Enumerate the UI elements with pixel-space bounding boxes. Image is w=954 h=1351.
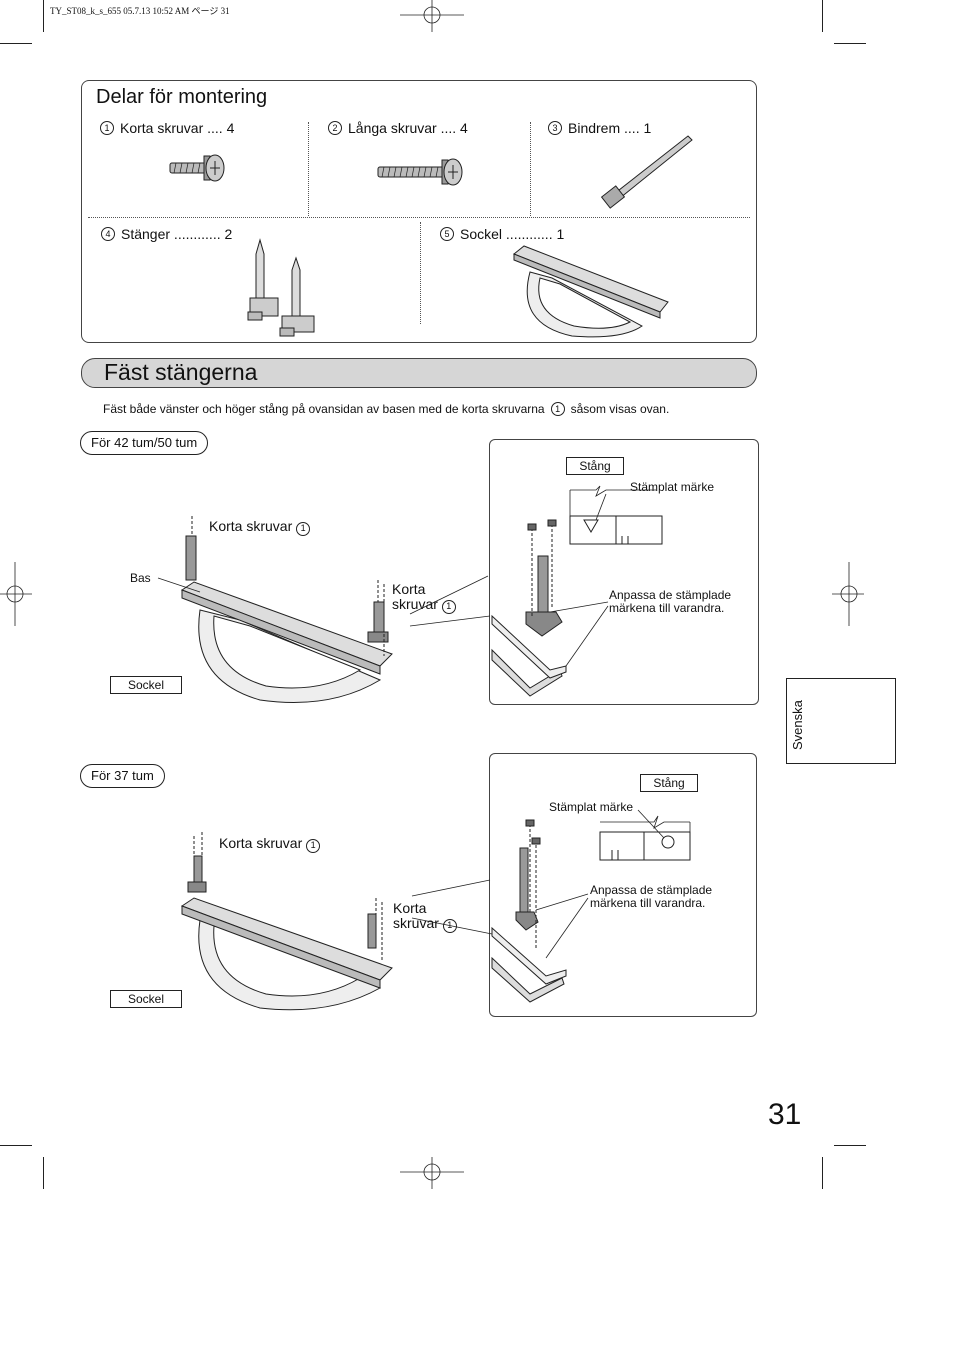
label-text: skruvar [392, 596, 438, 612]
short-screws-label-37: Korta skruvar 1 [219, 835, 321, 853]
language-tab-label: Svenska [790, 700, 805, 750]
pedestal-icon [513, 245, 669, 338]
label-text: märkena till varandra. [609, 601, 725, 615]
part-item-cable-tie: 3 Bindrem .... 1 [548, 120, 651, 136]
align-marks-label-37: Anpassa de stämplade märkena till varand… [590, 884, 712, 910]
label-text: Anpassa de stämplade [609, 588, 732, 602]
crop-mark [822, 0, 823, 32]
stamped-mark-diagram-37 [599, 809, 691, 861]
short-screw-icon [169, 154, 225, 182]
label-line: skruvar 1 [392, 597, 456, 614]
registration-mark-bottom [400, 1157, 464, 1189]
size-pill-42-50: För 42 tum/50 tum [80, 431, 209, 455]
intro-sentence: Fäst både vänster och höger stång på ova… [103, 402, 545, 416]
base-label: Bas [130, 571, 151, 585]
part-number: 5 [440, 227, 454, 241]
part-item-short-screws: 1 Korta skruvar .... 4 [100, 120, 234, 136]
part-number: 1 [442, 918, 457, 933]
cable-tie-icon [600, 135, 693, 209]
base-leader-line [157, 577, 201, 593]
pole-tag-37: Stång [640, 774, 698, 792]
callout-lines-42 [409, 575, 491, 627]
language-tab [786, 678, 896, 764]
label-text: Korta skruvar [219, 835, 303, 851]
part-number: 1 [296, 521, 311, 536]
crop-mark [834, 1145, 866, 1146]
label-text: Anpassa de stämplade [590, 883, 713, 897]
poles-icon [247, 238, 315, 337]
align-marks-label-42: Anpassa de stämplade märkena till varand… [609, 589, 731, 615]
intro-text: Fäst både vänster och höger stång på ova… [103, 402, 669, 416]
stamped-mark-diagram-42 [569, 485, 663, 545]
label-text: Korta [392, 581, 426, 597]
divider [530, 122, 531, 216]
label-text: Korta skruvar [209, 518, 293, 534]
parts-title: Delar för montering [96, 86, 268, 108]
label-text: märkena till varandra. [590, 896, 706, 910]
pole-detail-37 [491, 819, 589, 1003]
section-header-bar [81, 358, 757, 388]
label-text: skruvar [393, 915, 439, 931]
part-item-pedestal: 5 Sockel ............ 1 [440, 226, 564, 242]
part-number: 2 [328, 121, 342, 135]
part-label: Bindrem .... 1 [568, 120, 652, 136]
divider [88, 217, 750, 218]
print-header: TY_ST08_k_s_655 05.7.13 10:52 AM ページ 31 [50, 6, 230, 16]
part-number: 1 [441, 599, 456, 614]
label-text: Korta [393, 900, 427, 916]
divider [308, 122, 309, 216]
pedestal-tag-42: Sockel [110, 676, 182, 694]
page-number: 31 [768, 1098, 802, 1131]
assembly-illustration-42 [180, 516, 393, 703]
callout-lines-37 [411, 879, 493, 935]
pedestal-tag-37: Sockel [110, 990, 182, 1008]
short-screws-label-42: Korta skruvar 1 [209, 518, 311, 536]
pole-detail-42 [491, 519, 609, 697]
part-label: Stänger ............ 2 [121, 226, 233, 242]
registration-mark-left [0, 562, 32, 626]
part-label: Långa skruvar .... 4 [348, 120, 468, 136]
registration-mark-right [832, 562, 864, 626]
part-number: 1 [100, 121, 114, 135]
crop-mark [43, 0, 44, 32]
crop-mark [822, 1157, 823, 1189]
part-item-poles: 4 Stänger ............ 2 [101, 226, 232, 242]
crop-mark [834, 43, 866, 44]
part-item-long-screws: 2 Långa skruvar .... 4 [328, 120, 468, 136]
long-screw-icon [377, 158, 463, 186]
part-label: Sockel ............ 1 [460, 226, 565, 242]
pole-tag-42: Stång [566, 457, 624, 475]
section-title: Fäst stängerna [104, 359, 258, 385]
short-screws-right-label-37: Korta skruvar 1 [393, 901, 457, 933]
size-pill-37: För 37 tum [80, 764, 165, 788]
intro-part-number: 1 [550, 402, 565, 416]
crop-mark [0, 43, 32, 44]
divider [420, 222, 421, 324]
label-line: skruvar 1 [393, 916, 457, 933]
stamped-mark-label-37: Stämplat märke [549, 800, 634, 814]
part-number: 4 [101, 227, 115, 241]
short-screws-right-label-42: Korta skruvar 1 [392, 582, 456, 614]
part-number: 3 [548, 121, 562, 135]
crop-mark [0, 1145, 32, 1146]
intro-tail: såsom visas ovan. [570, 402, 670, 416]
assembly-illustration-37 [180, 832, 393, 1011]
crop-mark [43, 1157, 44, 1189]
part-label: Korta skruvar .... 4 [120, 120, 235, 136]
registration-mark-top [400, 0, 464, 32]
part-number: 1 [306, 838, 321, 853]
